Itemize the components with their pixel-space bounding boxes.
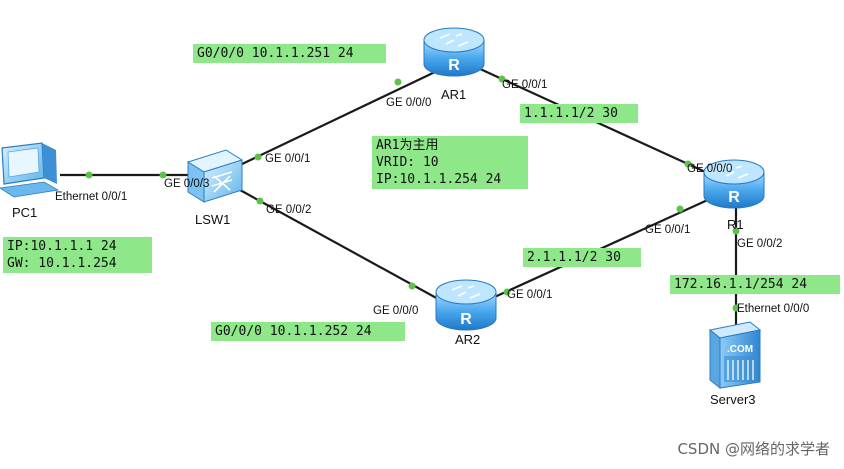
note-ar2-ip: G0/0/0 10.1.1.252 24 [211,322,405,341]
port-dot [394,78,402,86]
ar1-icon[interactable]: R [423,27,485,77]
port-label-ar2-g1: GE 0/0/1 [507,289,553,301]
port-label-srv-eth: Ethernet 0/0/0 [737,303,810,315]
port-label-ar1-g1: GE 0/0/1 [502,79,548,91]
note-link1: 1.1.1.1/2 30 [520,104,638,123]
port-label-ar2-g0: GE 0/0/0 [373,305,419,317]
port-label-r1-g0: GE 0/0/0 [687,163,733,175]
note-pc-ip: IP:10.1.1.1 24 GW: 10.1.1.254 [3,237,152,273]
note-server-net: 172.16.1.1/254 24 [670,275,840,294]
port-label-lsw1-g3: GE 0/0/3 [164,178,210,190]
pc1-icon[interactable] [0,142,60,198]
device-label-ar2: AR2 [455,332,481,347]
svg-text:R: R [460,311,472,328]
note-vrrp: AR1为主用 VRID: 10 IP:10.1.1.254 24 [372,136,528,189]
port-label-r1-g1: GE 0/0/1 [645,224,691,236]
port-dots [85,75,740,312]
port-dot [85,171,93,179]
device-label-ar1: AR1 [441,87,467,102]
lsw1-icon[interactable] [186,149,244,203]
port-dot [498,75,506,83]
device-label-r1: R1 [727,217,744,232]
link-lsw1-ar1 [239,71,436,166]
note-link2: 2.1.1.1/2 30 [523,248,641,267]
r1-icon[interactable]: R [703,159,765,209]
port-dot [254,153,262,161]
port-dot [503,288,511,296]
port-dot [732,227,740,235]
device-label-server3: Server3 [710,392,756,407]
port-dot [159,171,167,179]
device-label-pc1: PC1 [12,205,38,220]
port-label-lsw1-g1: GE 0/0/1 [265,153,311,165]
device-label-lsw1: LSW1 [195,212,231,227]
server3-icon[interactable]: .COM [708,321,762,390]
ar2-icon[interactable]: R [435,279,497,331]
svg-text:R: R [728,189,740,206]
port-dot [684,160,692,168]
port-label-lsw1-g2: GE 0/0/2 [266,204,312,216]
port-label-ar1-g0: GE 0/0/0 [386,97,432,109]
link-lsw1-ar2 [239,189,441,301]
port-dot [408,282,416,290]
port-label-pc1-eth: Ethernet 0/0/1 [55,191,128,203]
port-dot [256,197,264,205]
server-badge-text: .COM [727,344,753,355]
svg-text:R: R [448,57,460,74]
note-ar1-ip: G0/0/0 10.1.1.251 24 [193,44,386,63]
port-label-r1-g2: GE 0/0/2 [737,238,783,250]
port-dot [676,205,684,213]
port-dot [732,304,740,312]
watermark: CSDN @网络的求学者 [677,440,830,458]
